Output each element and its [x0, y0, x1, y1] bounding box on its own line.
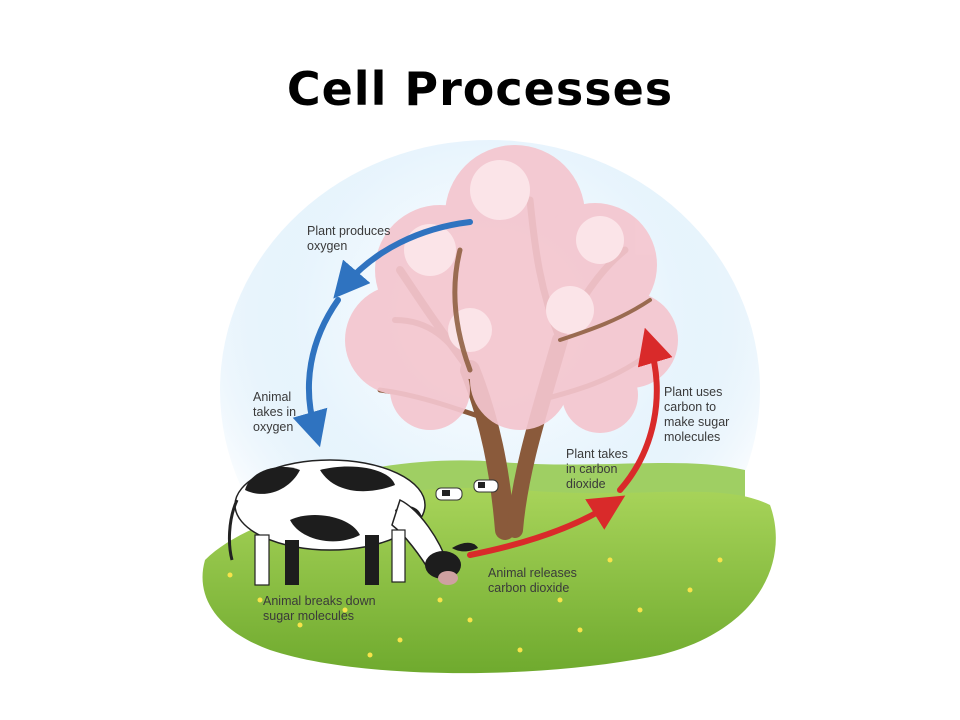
co2-arrow-upper — [617, 327, 673, 493]
label-plant-produces-oxygen: Plant produces oxygen — [307, 224, 391, 253]
label-plant-uses-carbon: Plant uses carbon to make sugar molecule… — [664, 385, 730, 444]
flowers — [227, 557, 723, 658]
label-plant-takes-in-co2: Plant takes in carbon dioxide — [566, 447, 628, 491]
distant-cows — [435, 479, 499, 501]
cow — [227, 459, 478, 586]
label-animal-releases-co2: Animal releases carbon dioxide — [488, 566, 577, 595]
slide-title: Cell Processes — [286, 62, 674, 116]
oxygen-arrow-lower — [292, 297, 341, 448]
label-animal-takes-in-oxygen: Animal takes in oxygen — [253, 390, 297, 434]
oxygen-arrow-upper — [333, 219, 473, 299]
co2-arrow-lower — [467, 495, 626, 558]
label-animal-breaks-down-sugar: Animal breaks down sugar molecules — [263, 594, 376, 623]
